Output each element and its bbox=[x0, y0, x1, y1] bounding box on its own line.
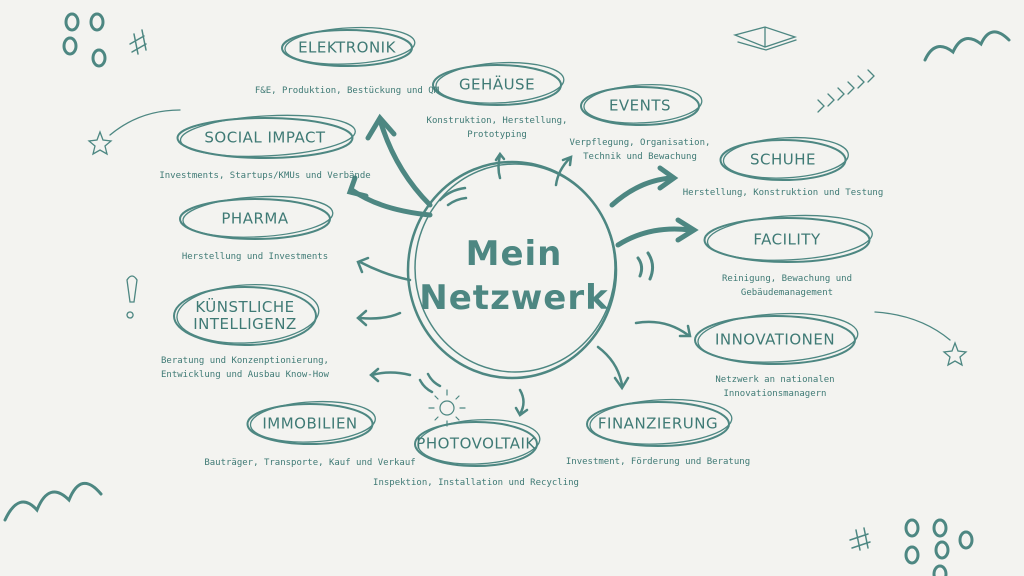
node-ellipse-künstliche-intelligenz bbox=[173, 283, 320, 346]
book-icon bbox=[732, 26, 798, 51]
node-description-schuhe: Herstellung, Konstruktion und Testung bbox=[683, 186, 883, 200]
description-line: Herstellung und Investments bbox=[181, 252, 329, 262]
node-description-elektronik: F&E, Produktion, Bestückung und QM bbox=[255, 84, 439, 98]
node-label-immobilien: IMMOBILIEN bbox=[262, 414, 358, 433]
node-label-gehäuse: GEHÄUSE bbox=[458, 75, 536, 94]
node-ellipse-schuhe bbox=[719, 136, 849, 181]
exclamation-icon bbox=[126, 275, 138, 319]
description-line: Inspektion, Installation und Recycling bbox=[373, 478, 579, 488]
arrow-facility bbox=[615, 226, 693, 248]
arrow-ki bbox=[358, 311, 402, 320]
arrow-schuhe bbox=[609, 175, 675, 208]
node-description-photovoltaik: Inspektion, Installation und Recycling bbox=[373, 476, 579, 490]
shooting-star-icon bbox=[109, 109, 181, 136]
center-title-line2: Netzwerk bbox=[419, 278, 609, 318]
description-line: Technik und Bewachung bbox=[583, 152, 697, 162]
arrow-pharma bbox=[358, 260, 412, 282]
arrow-events bbox=[554, 156, 572, 187]
description-line: Investments, Startups/KMUs und Verbände bbox=[159, 171, 371, 181]
node-ellipse-facility bbox=[703, 214, 873, 263]
description-line: F&E, Produktion, Bestückung und QM bbox=[254, 86, 440, 96]
arrow-know-how bbox=[370, 371, 412, 377]
node-ellipse-immobilien bbox=[246, 400, 376, 445]
center-title-line1: Mein bbox=[465, 234, 563, 274]
description-line: Beratung und Konzenptionierung, bbox=[161, 356, 329, 366]
node-ellipse-pharma bbox=[179, 195, 334, 240]
description-line: Konstruktion, Herstellung, bbox=[426, 116, 568, 126]
node-ellipse-elektronik bbox=[281, 26, 416, 67]
node-label-pharma: PHARMA bbox=[221, 209, 289, 228]
sun-icon bbox=[428, 389, 466, 427]
node-label-innovationen: INNOVATIONEN bbox=[714, 330, 836, 349]
node-ellipse-gehäuse bbox=[432, 61, 565, 106]
node-label-social-impact: SOCIAL IMPACT bbox=[204, 128, 326, 147]
arrow-elektronik bbox=[377, 117, 433, 208]
arrow-photovoltaik bbox=[518, 388, 525, 416]
description-line: Netzwerk an nationalen bbox=[715, 375, 835, 385]
node-description-social-impact: Investments, Startups/KMUs und Verbände bbox=[159, 169, 370, 183]
node-label-events: EVENTS bbox=[608, 96, 672, 115]
description-line: Entwicklung und Ausbau Know-How bbox=[161, 370, 329, 380]
arrow-innovationen bbox=[634, 320, 690, 337]
node-description-events: Verpflegung, Organisation, Technik und Be… bbox=[570, 136, 711, 164]
node-ellipse-events bbox=[580, 83, 703, 126]
center-circle bbox=[406, 160, 618, 380]
shooting-star-icon-2 bbox=[874, 311, 951, 341]
arrow-finanzierung bbox=[596, 345, 624, 387]
node-description-pharma: Herstellung und Investments bbox=[182, 250, 328, 264]
description-line: Verpflegung, Organisation, bbox=[569, 138, 711, 148]
node-description-immobilien: Bauträger, Transporte, Kauf und Verkauf bbox=[204, 456, 415, 470]
node-label-künstliche-intelligenz: KÜNSTLICHE INTELLIGENZ bbox=[193, 298, 297, 333]
node-description-gehäuse: Konstruktion, Herstellung, Prototyping bbox=[427, 114, 568, 142]
node-description-künstliche-intelligenz: Beratung und Konzenptionierung, Entwicklu… bbox=[161, 354, 329, 382]
node-description-finanzierung: Investment, Förderung und Beratung bbox=[566, 455, 750, 469]
arrows bbox=[346, 113, 699, 248]
chevrons-icon bbox=[817, 69, 875, 113]
description-line: Investment, Förderung und Beratung bbox=[565, 457, 751, 467]
description-line: Bauträger, Transporte, Kauf und Verkauf bbox=[204, 458, 416, 468]
node-label-elektronik: ELEKTRONIK bbox=[298, 38, 396, 57]
node-ellipse-innovationen bbox=[694, 312, 859, 365]
node-ellipse-finanzierung bbox=[586, 398, 733, 447]
node-ellipse-photovoltaik bbox=[414, 418, 541, 467]
node-ellipse-social-impact bbox=[176, 114, 356, 159]
description-line: Prototyping bbox=[467, 130, 527, 140]
decorative-doodles bbox=[3, 12, 1011, 576]
description-line: Innovationsmanagern bbox=[723, 389, 827, 399]
description-line: Herstellung, Konstruktion und Testung bbox=[682, 188, 884, 198]
node-label-facility: FACILITY bbox=[753, 230, 821, 249]
node-label-photovoltaik: PHOTOVOLTAIK bbox=[416, 434, 536, 453]
node-label-finanzierung: FINANZIERUNG bbox=[597, 414, 719, 433]
arrow-gehaeuse bbox=[497, 153, 502, 180]
description-line: Gebäudemanagement bbox=[740, 288, 834, 298]
description-line: Reinigung, Bewachung und bbox=[721, 274, 853, 284]
node-label-schuhe: SCHUHE bbox=[749, 150, 817, 169]
